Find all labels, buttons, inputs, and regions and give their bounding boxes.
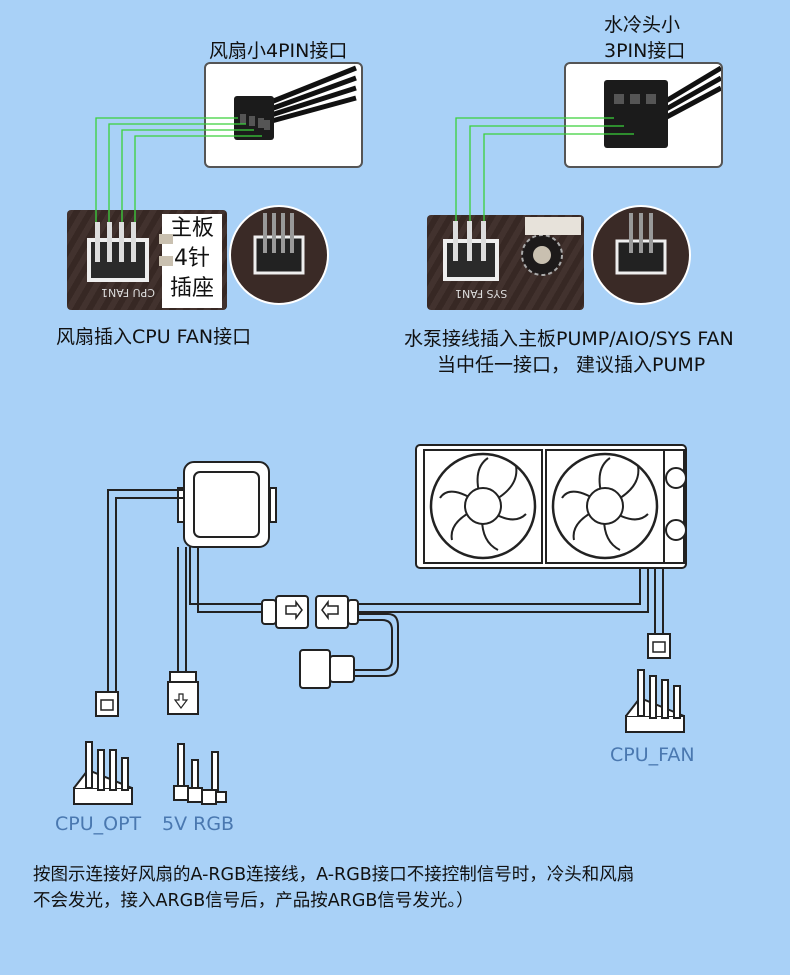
cpu-opt-header-icon <box>73 741 133 805</box>
pump-head-label-line1: 水冷头小 <box>604 14 681 36</box>
pump-instruction-line2: 当中任一接口， 建议插入PUMP <box>437 354 706 376</box>
bottom-note: 按图示连接好风扇的A-RGB连接线，A-RGB接口不接控制信号时，冷头和风扇 不… <box>33 862 763 914</box>
motherboard-sys-fan-header-photo: SYS FAN1 <box>427 215 584 310</box>
pump-3pin-connector-icon <box>604 65 723 148</box>
board-4pin-label-line1: 主板 <box>169 216 214 241</box>
pump-head-icon <box>177 461 277 548</box>
cpu-fan-header-icon <box>87 222 173 282</box>
cpu-fan-header-diagram-icon <box>625 669 685 733</box>
motherboard-cpu-fan-header-photo: CPU FAN1 <box>67 210 227 310</box>
cpu-fan-instruction: 风扇插入CPU FAN接口 <box>56 326 252 348</box>
note-line1: 按图示连接好风扇的A-RGB连接线，A-RGB接口不接控制信号时，冷头和风扇 <box>33 865 635 885</box>
argb-spare-connector-icon <box>299 649 355 689</box>
rgb-5v-plug-icon <box>167 671 199 715</box>
rgb-5v-header-icon <box>173 743 227 805</box>
sys-fan-zoom-icon <box>615 213 667 275</box>
cpu-opt-plug-icon <box>95 691 119 717</box>
cpu-fan-plug-icon <box>647 633 671 659</box>
wiring-diagram <box>73 444 687 805</box>
sys-fan-header-icon <box>443 217 581 281</box>
sys-fan-silkscreen: SYS FAN1 <box>455 287 508 300</box>
note-line2: 不会发光，接入ARGB信号后，产品按ARGB信号发光。） <box>33 891 474 911</box>
cpu-fan-silkscreen: CPU FAN1 <box>101 286 155 299</box>
radiator-icon <box>415 444 687 569</box>
pin-mapping-lines <box>95 117 634 255</box>
fan-4pin-connector-icon <box>234 65 357 140</box>
fan-4pin-connector-photo <box>204 62 363 168</box>
board-4pin-label-line3: 插座 <box>169 276 214 301</box>
rgb-5v-label: 5V RGB <box>162 813 235 835</box>
cpu-opt-label: CPU_OPT <box>55 813 142 835</box>
cpu-fan-zoom-icon <box>253 213 305 275</box>
argb-connector-pair-icon <box>261 595 359 629</box>
cpu-fan-label: CPU_FAN <box>610 744 695 766</box>
fan-4pin-label: 风扇小4PIN接口 <box>209 40 348 62</box>
pump-3pin-connector-photo <box>564 62 723 168</box>
sys-fan-zoom-circle <box>591 205 691 305</box>
pump-instruction-line1: 水泵接线插入主板PUMP/AIO/SYS FAN <box>404 328 734 350</box>
cpu-fan-zoom-circle <box>229 205 329 305</box>
pump-head-label-line2: 3PIN接口 <box>604 40 686 62</box>
board-4pin-label-line2: 4针 <box>174 246 210 271</box>
